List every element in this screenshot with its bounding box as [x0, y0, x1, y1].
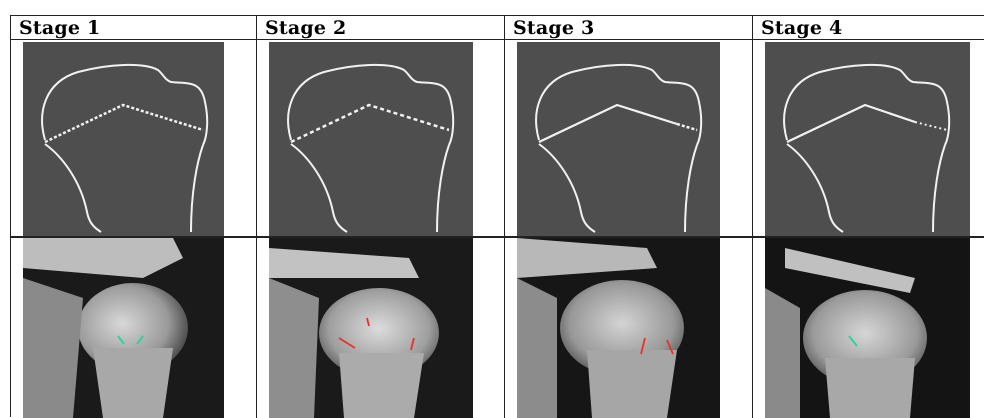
- stage-column-1: Stage 1: [11, 16, 257, 418]
- shoulder-xray-1: [23, 238, 224, 418]
- stage-column-3: Stage 3: [505, 16, 753, 418]
- shoulder-xray-4: [765, 238, 970, 418]
- stage-label-1: Stage 1: [19, 17, 100, 39]
- stage-header-1: Stage 1: [11, 16, 256, 40]
- shoulder-xray-2: [269, 238, 473, 418]
- stage-label-2: Stage 2: [265, 17, 346, 39]
- stage-header-2: Stage 2: [257, 16, 504, 40]
- shoulder-xray-3: [517, 238, 720, 418]
- stage-label-3: Stage 3: [513, 17, 594, 39]
- stage-header-4: Stage 4: [753, 16, 984, 40]
- growth-plate-drawing-2: [269, 42, 473, 236]
- growth-plate-drawing-1: [23, 42, 224, 236]
- growth-plate-drawing-4: [765, 42, 970, 236]
- stage-column-4: Stage 4: [753, 16, 984, 418]
- stage-header-3: Stage 3: [505, 16, 752, 40]
- stage-label-4: Stage 4: [761, 17, 842, 39]
- growth-plate-drawing-3: [517, 42, 720, 236]
- stage-table: Stage 1: [10, 15, 984, 417]
- stage-column-2: Stage 2: [257, 16, 505, 418]
